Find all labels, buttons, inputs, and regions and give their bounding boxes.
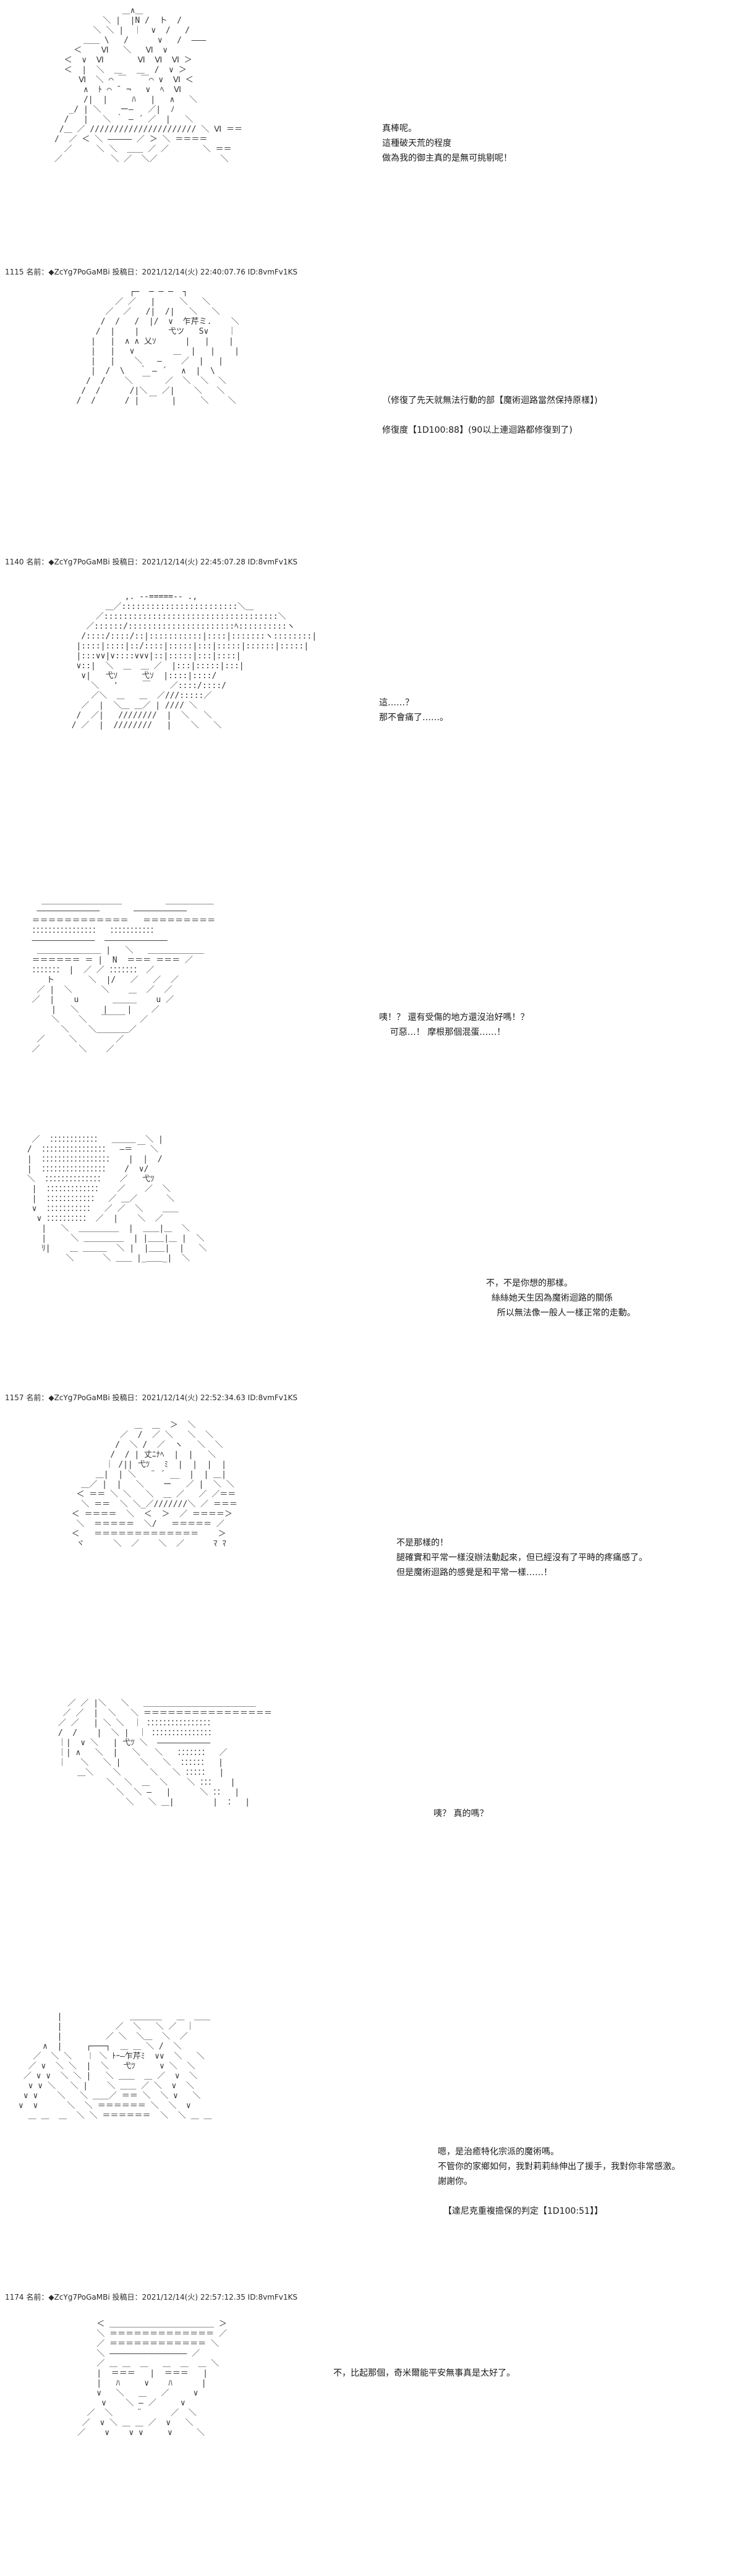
ascii-art-5: ／ ：：：：：：：：：：：： ＿＿＿ ＼ | / ：：：：：：：：：：：：：：：… [27,1135,207,1263]
ascii-art-6: ＿ ＿ ＞ ＼ ／ / ／ ＼ ＼ ＼ / ＼ / ／ ヽ ＼ ＼ / / | … [71,1421,237,1549]
dialogue-7: 咦？ 真的嗎？ [433,1809,489,1819]
dialogue-6: 不是那樣的！ 腿確實和平常一樣沒辦法動起來，但已經沒有了平時的疼痛感了。 但是魔… [396,1538,647,1578]
ascii-art-3: ,. -‐=====‐- ., ＿／::::::::::::::::::::::… [71,592,317,730]
dialogue-3: 這……？ 那不會痛了……。 [379,698,448,723]
ascii-art-1: ＿∧＿ ＼ | |N / ト / ＼ ＼ | ｜ ∨ / / ＿＿ \ / ∨ … [54,6,242,164]
post-header-1157: 1157 名前：◆ZcYg7PoGaMBi 投稿日：2021/12/14(火) … [5,1393,298,1402]
dialogue-4: 咦！？ 還有受傷的地方還沒治好嗎！？ 可惡…！ 摩根那個混蛋……！ [379,1013,529,1037]
dialogue-2: （修復了先天就無法行動的部【魔術迴路當然保持原樣】) 修復度【1D100:88】… [382,396,598,435]
post-header-1174: 1174 名前：◆ZcYg7PoGaMBi 投稿日：2021/12/14(火) … [5,2293,298,2302]
dialogue-8: 嗯，是治癒特化宗派的魔術嗎。 不管你的家鄉如何，我對莉莉絲伸出了援手，我對你非常… [438,2147,680,2216]
ascii-art-2: ┌─ ─ ─ ─ ┐ ／ ／ | ＼ ＼ ／ ／ /| /| ＼ ＼ / / /… [76,287,239,406]
dialogue-5: 不，不是你想的那樣。 絲絲她天生因為魔術迴路的關係 所以無法像一般人一樣正常的走… [486,1278,636,1318]
dialogue-1: 真棒呢。 這種破天荒的程度 做為我的御主真的是無可挑剔呢！ [382,124,512,163]
ascii-art-8: | ＿＿＿＿ ＿ ＿＿ | ／ ＼ ＼ ／ ｜ | ／ ＼ ＼＿ ＼ ／ ∧ |… [19,2012,212,2120]
ascii-art-4: ＿＿＿＿＿＿＿＿＿＿ ＿＿＿＿＿＿ ――――――――――――― ――――――――… [32,896,216,1054]
dialogue-9: 不，比起那個，奇米爾能平安無事真是太好了。 [333,2368,515,2378]
ascii-art-9: ＜ ＿＿＿＿＿＿＿＿＿＿＿＿＿ ＞ ＼ ＝＝＝＝＝＝＝＝＝＝＝＝＝ ／ ／ ＝＝… [77,2319,227,2438]
post-header-1140: 1140 名前：◆ZcYg7PoGaMBi 投稿日：2021/12/14(火) … [5,558,298,566]
post-header-1115: 1115 名前：◆ZcYg7PoGaMBi 投稿日：2021/12/14(火) … [5,268,298,276]
ascii-art-7: ／ ／ |＼ ＼ ＿＿＿＿＿＿＿＿＿＿＿＿＿＿ ／ ／ | ＼ ＼ ＝＝＝＝＝＝… [58,1699,272,1807]
